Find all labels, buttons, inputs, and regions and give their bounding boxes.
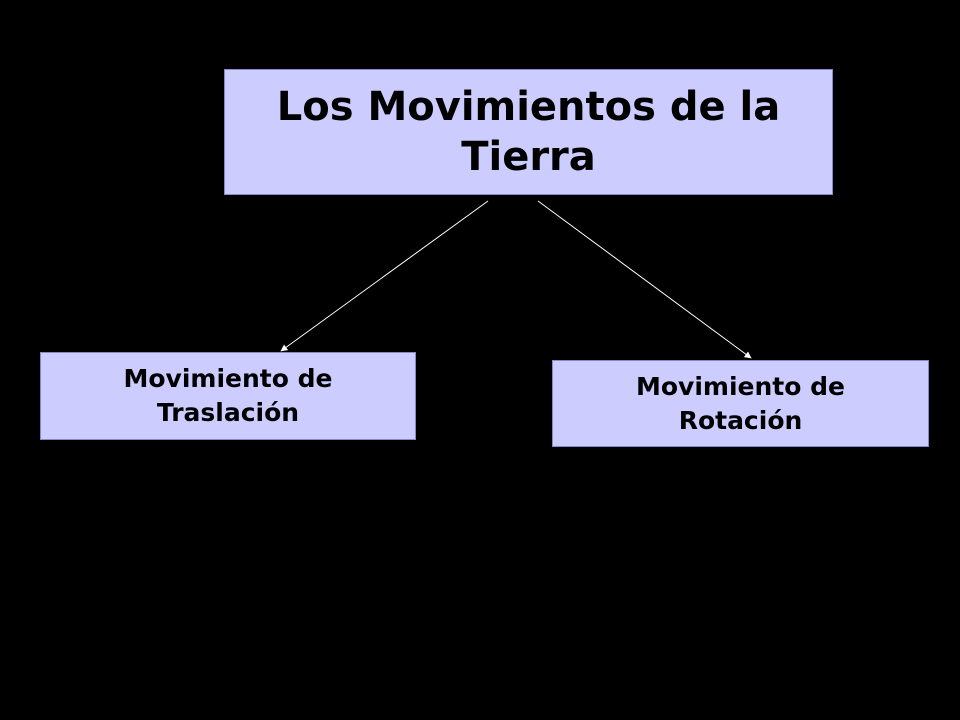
rotacion-node: Movimiento de Rotación [552, 360, 929, 447]
traslacion-label-line1: Movimiento de [123, 364, 333, 393]
root-node-label: Los Movimientos de la Tierra [276, 84, 781, 180]
rotacion-label-line2: Rotación [678, 405, 803, 435]
rotacion-label-line1: Movimiento de [636, 371, 845, 401]
traslacion-label-line2: Traslación [156, 398, 300, 427]
arrow-to-rotacion [537, 200, 752, 359]
arrow-to-traslacion [280, 200, 489, 352]
traslacion-node: Movimiento de Traslación [40, 352, 416, 440]
root-node: Los Movimientos de la Tierra [224, 69, 833, 195]
